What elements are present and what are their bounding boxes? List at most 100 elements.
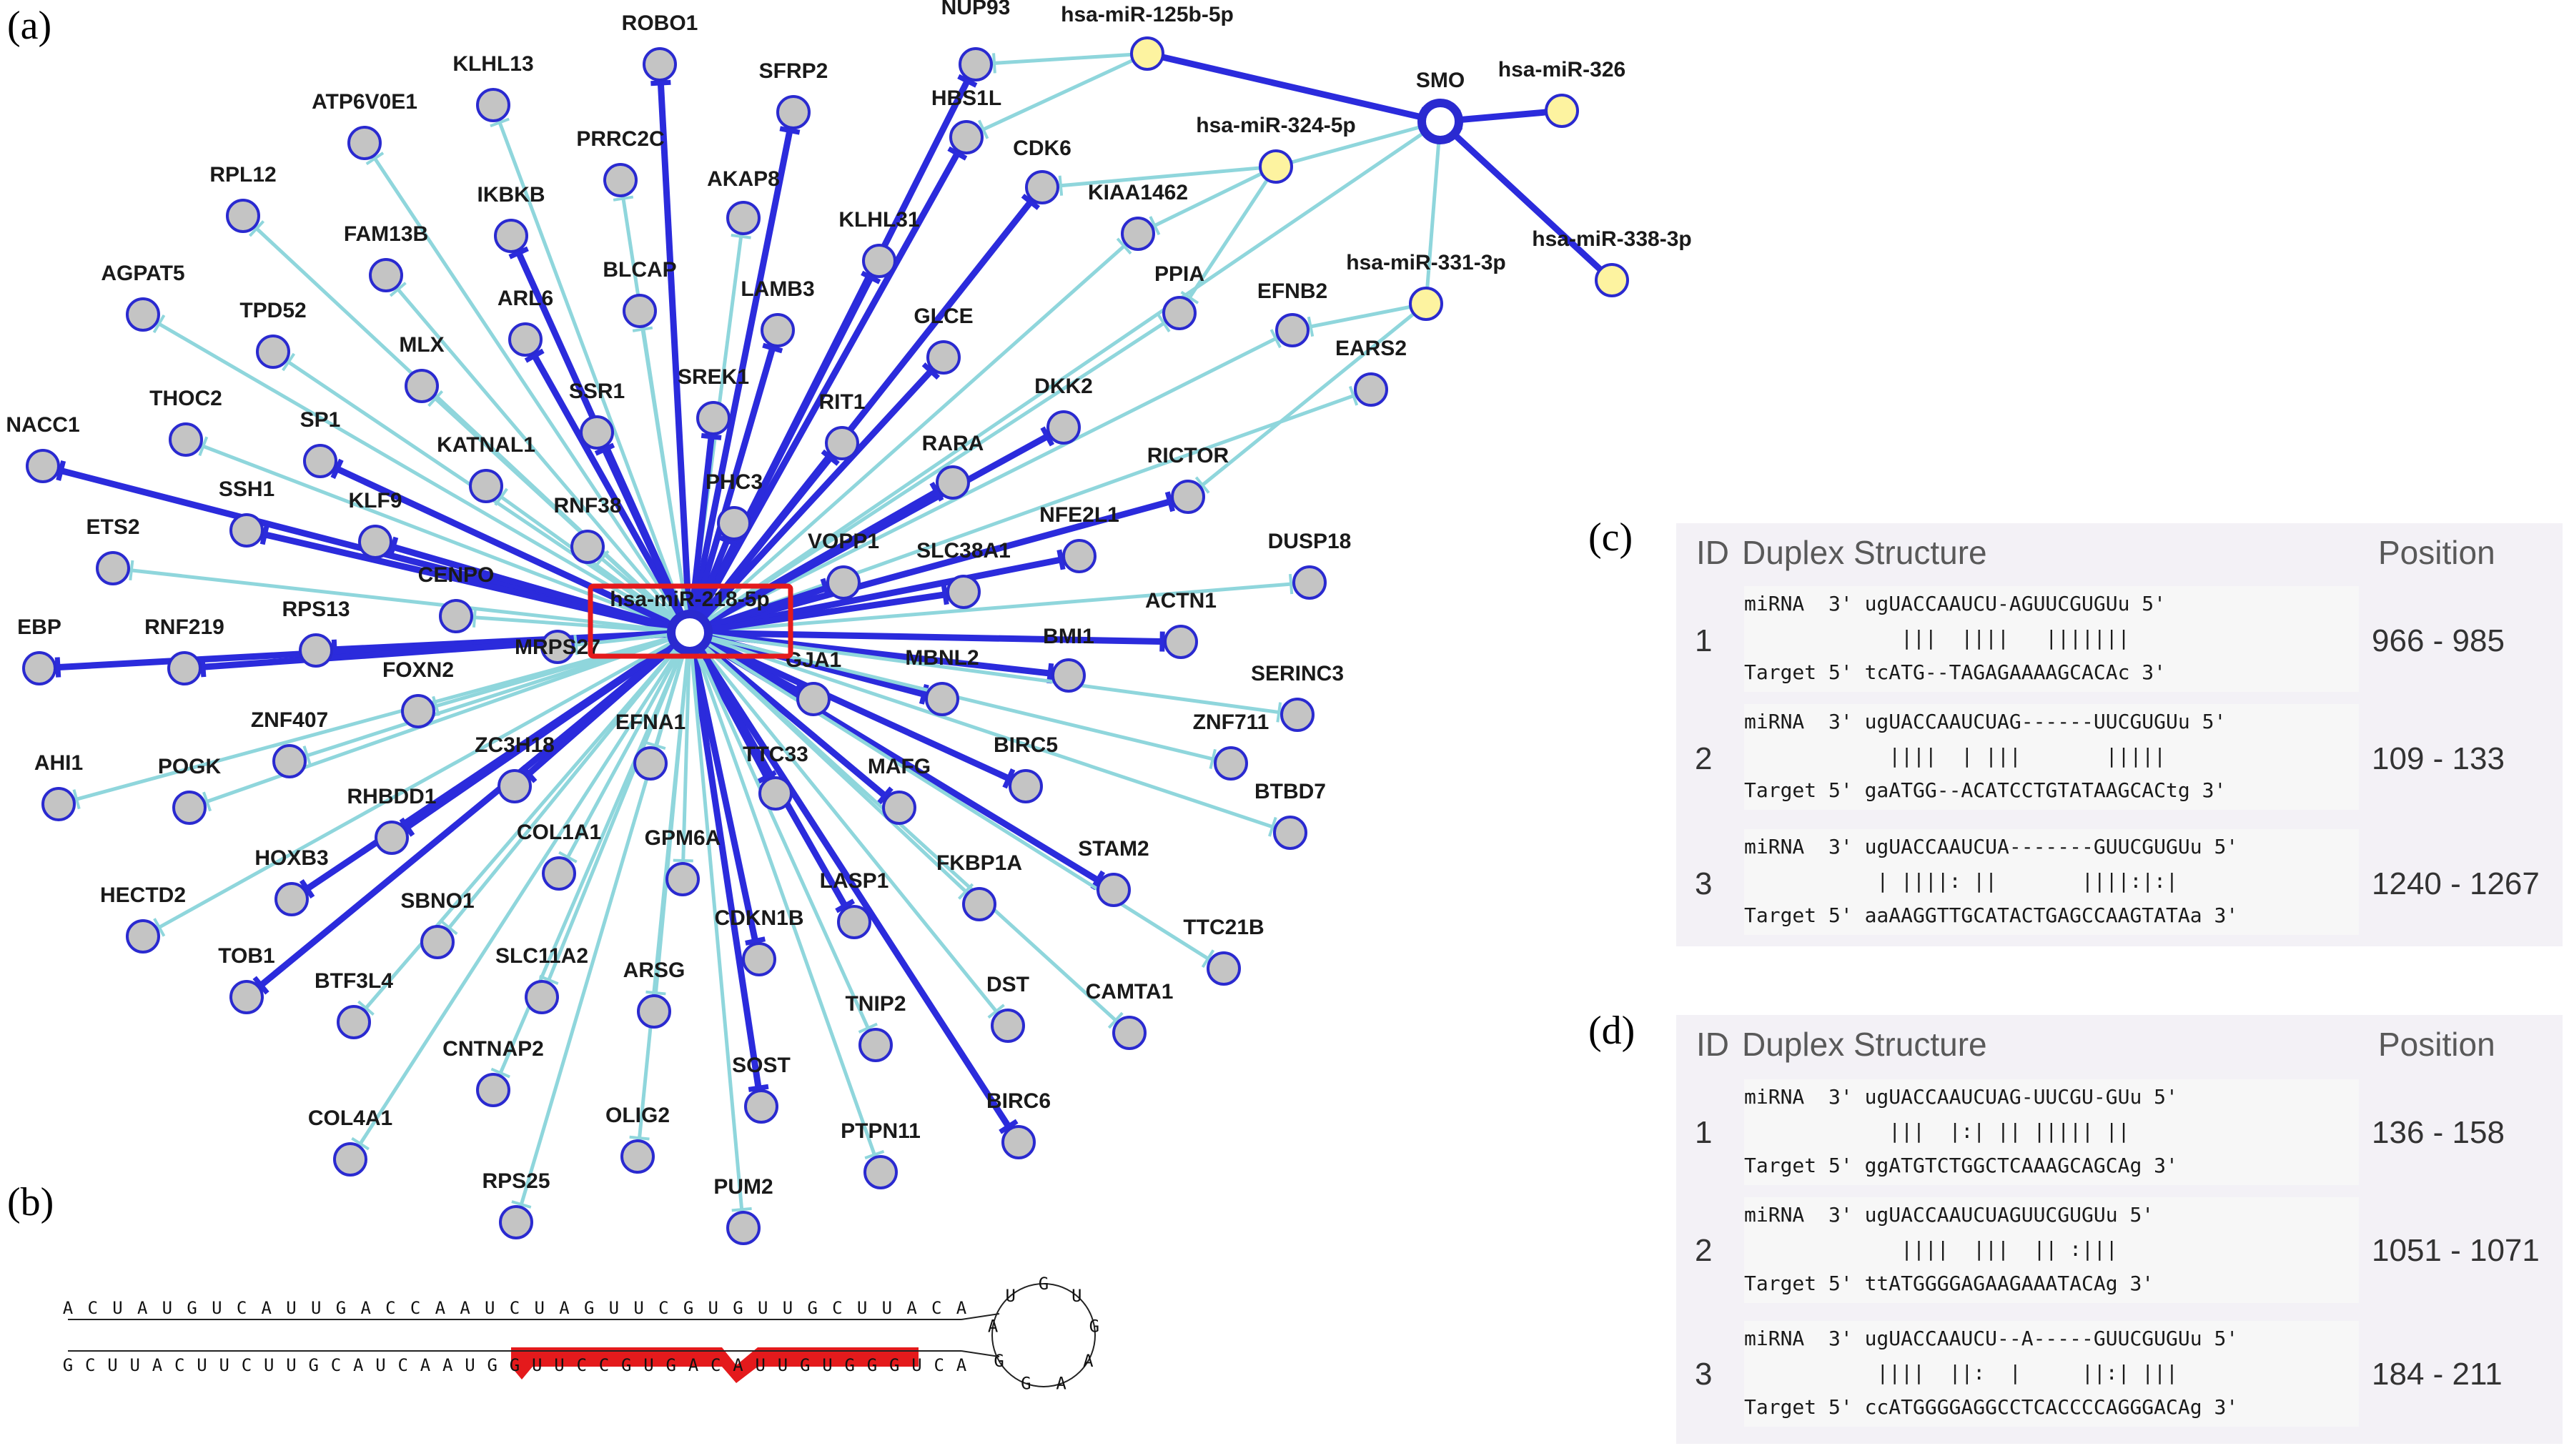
edge-hub-klf9-tbar [387, 536, 399, 558]
label-hsa-mir-125b-5p: hsa-miR-125b-5p [1061, 3, 1234, 26]
edge-hsa-mir-331-3p-efnb2 [1292, 302, 1427, 332]
row-position: 1240 - 1267 [2372, 866, 2540, 901]
node-hsa-mir-331-3p [1409, 287, 1443, 321]
label-slc11a2: SLC11A2 [495, 944, 588, 968]
node-mafg [882, 791, 916, 825]
top-strand-base: U [783, 1298, 793, 1318]
label-birc6: BIRC6 [986, 1089, 1051, 1113]
edge-hub-mlx [420, 385, 691, 634]
edge-hub-ets2-tbar [129, 560, 134, 581]
label-col1a1: COL1A1 [517, 821, 601, 844]
label-rictor: RICTOR [1147, 444, 1229, 467]
edge-hsa-mir-125b-5p-nup93-tbar [992, 53, 996, 74]
node-mlx [405, 369, 439, 403]
top-strand-base: U [609, 1298, 619, 1318]
edge-hub-phc3-tbar [716, 534, 738, 547]
edge-hsa-mir-324-5p-ppia [1177, 165, 1278, 315]
node-gja1 [796, 682, 831, 716]
edge-hsa-mir-125b-5p-smo [1146, 50, 1442, 125]
label-olig2: OLIG2 [605, 1104, 670, 1127]
loop-link-top [961, 1313, 1000, 1320]
node-srek1 [696, 401, 731, 435]
edge-hub-sbno1 [436, 631, 691, 944]
top-strand-base: U [311, 1298, 321, 1318]
bottom-strand-base: G [63, 1355, 73, 1375]
label-cdk6: CDK6 [1013, 137, 1071, 160]
label-hsa-mir-338-3p: hsa-miR-338-3p [1532, 227, 1691, 251]
edge-hub-hectd2-tbar [153, 918, 166, 937]
bottom-strand-base: C [934, 1355, 944, 1375]
label-birc5: BIRC5 [994, 733, 1058, 757]
loop-base: G [1039, 1274, 1049, 1294]
label-hoxb3: HOXB3 [254, 846, 328, 870]
header-structure: Duplex Structure [1742, 1026, 1987, 1063]
target-line: Target 5' gaATGG--ACATCCTGTATAAGCACtg 3' [1744, 778, 2227, 802]
edge-hub-cntnap2 [491, 632, 692, 1091]
label-ikbkb: IKBKB [477, 183, 545, 207]
edge-hub-kiaa1462 [688, 232, 1139, 634]
edge-hub-vopp1 [688, 579, 845, 636]
label-ears2: EARS2 [1335, 337, 1407, 360]
top-strand-base: A [559, 1298, 570, 1318]
edge-hub-ptpn11-tbar [864, 1149, 885, 1160]
bottom-strand-base: G [867, 1355, 877, 1375]
edge-hub-nacc1-tbar [56, 460, 66, 481]
label-znf711: ZNF711 [1193, 710, 1269, 734]
pair-line: |||| ||| || :||| [1744, 1237, 2118, 1261]
node-ppia [1162, 296, 1197, 330]
loop-base: G [994, 1351, 1004, 1371]
node-ssh1 [229, 513, 264, 548]
edge-hub-birc5-tbar [1002, 768, 1016, 789]
label-dusp18: DUSP18 [1268, 530, 1352, 553]
label-hsa-mir-326: hsa-miR-326 [1498, 58, 1625, 81]
loop-link-bottom [961, 1350, 1000, 1357]
label-stam2: STAM2 [1078, 837, 1149, 861]
edge-hub-ahi1 [58, 630, 691, 806]
node-katnal1 [469, 469, 503, 503]
edge-hub-robo1-tbar [650, 79, 671, 86]
label-cenpo: CENPO [418, 563, 495, 587]
top-strand-base: A [63, 1298, 74, 1318]
node-foxn2 [401, 694, 435, 728]
node-ttc21b [1207, 951, 1241, 986]
label-pum2: PUM2 [713, 1175, 773, 1199]
edge-hub-ppia [688, 311, 1181, 635]
top-strand-base: C [87, 1298, 97, 1318]
bottom-strand-base: G [845, 1355, 855, 1375]
label-gja1: GJA1 [786, 648, 841, 672]
bottom-strand-base: U [778, 1355, 788, 1375]
bottom-strand-base: G [309, 1355, 319, 1375]
seed-highlight [511, 1347, 919, 1383]
bottom-strand-base: U [643, 1355, 653, 1375]
top-strand-base: U [758, 1298, 768, 1318]
edge-hub-fam13b-tbar [389, 282, 407, 297]
label-vopp1: VOPP1 [808, 530, 879, 553]
bottom-strand-base: U [554, 1355, 564, 1375]
node-lamb3 [761, 313, 795, 347]
node-ahi1 [41, 787, 76, 821]
loop-base: G [1089, 1316, 1099, 1336]
edge-hub-rara [688, 480, 955, 635]
edge-hub-gpm6a [680, 632, 692, 880]
top-strand-base: U [633, 1298, 643, 1318]
node-sost [744, 1089, 778, 1124]
edge-hub-cdkn1b-tbar [745, 936, 766, 946]
label-hsa-mir-218-5p: hsa-miR-218-5p [610, 588, 769, 611]
label-ttc21b: TTC21B [1183, 916, 1264, 939]
edge-hub-hbs1l-tbar [947, 146, 968, 161]
edge-hub-znf711-tbar [1209, 748, 1217, 769]
mirna-line: miRNA 3' ugUACCAAUCUAG------UUCGUGUu 5' [1744, 710, 2227, 733]
label-lasp1: LASP1 [820, 869, 889, 893]
node-col1a1 [542, 856, 576, 891]
node-cdk6 [1025, 170, 1059, 204]
node-birc6 [1001, 1125, 1036, 1159]
label-serinc3: SERINC3 [1251, 662, 1344, 685]
label-klf9: KLF9 [349, 489, 402, 512]
edge-hub-tpd52-tbar [282, 352, 296, 372]
edge-hub-arsg-tbar [645, 990, 666, 996]
loop-base: A [988, 1316, 999, 1336]
pair-line: | ||||: || ||||:|:| [1744, 869, 2178, 893]
node-rps13 [299, 633, 333, 668]
node-col4a1 [333, 1142, 367, 1177]
top-strand-base: C [410, 1298, 420, 1318]
